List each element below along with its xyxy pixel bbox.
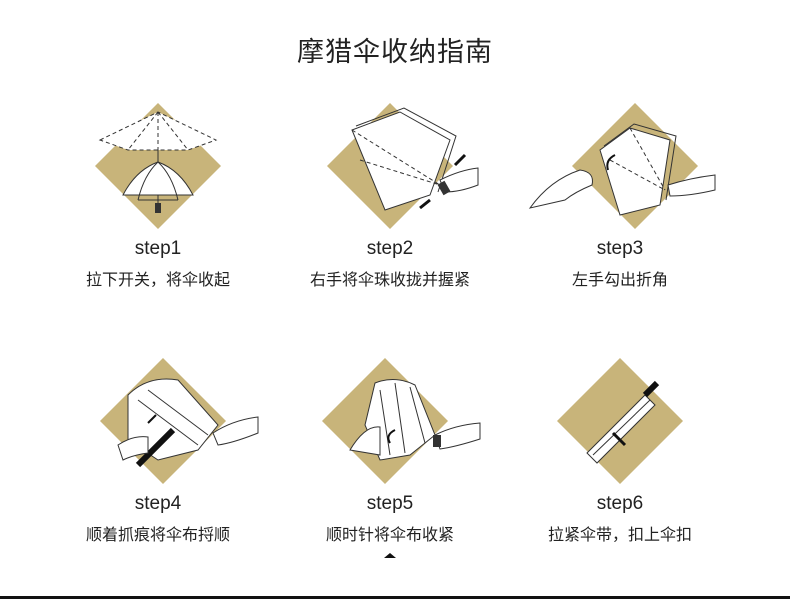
step-description: 拉紧伞带，扣上伞扣 [547, 525, 692, 544]
step-label: step4 [134, 493, 182, 514]
step-label: step1 [134, 238, 182, 259]
smooth-fabric-illustration [100, 358, 259, 484]
fasten-strap-illustration [557, 358, 683, 484]
step-label: step5 [366, 493, 414, 514]
step-3: step3 左手勾出折角 [505, 100, 735, 290]
step-2: step2 右手将伞珠收拢并握紧 [275, 100, 505, 290]
step-description: 顺时针将伞布收紧 [325, 525, 454, 544]
step-5: step5 顺时针将伞布收紧 [275, 355, 505, 545]
umbrella-closing-illustration [95, 103, 221, 229]
triangle-marker-icon [384, 553, 396, 558]
step-label: step3 [596, 238, 644, 259]
step-4: step4 顺着抓痕将伞布捋顺 [43, 355, 273, 545]
bottom-divider [0, 596, 790, 599]
step-6: step6 拉紧伞带，扣上伞扣 [505, 355, 735, 545]
step-description: 顺着抓痕将伞布捋顺 [85, 525, 230, 544]
page-title: 摩猎伞收纳指南 [297, 37, 493, 68]
gather-beads-illustration [327, 103, 479, 229]
step-1: step1 拉下开关，将伞收起 [43, 100, 273, 290]
step-description: 拉下开关，将伞收起 [85, 270, 230, 289]
step-description: 右手将伞珠收拢并握紧 [309, 270, 470, 289]
step-label: step6 [596, 493, 644, 514]
step-description: 左手勾出折角 [571, 270, 668, 289]
step-label: step2 [366, 238, 414, 259]
twist-fabric-illustration [322, 358, 481, 484]
hook-corner-illustration [528, 103, 716, 229]
